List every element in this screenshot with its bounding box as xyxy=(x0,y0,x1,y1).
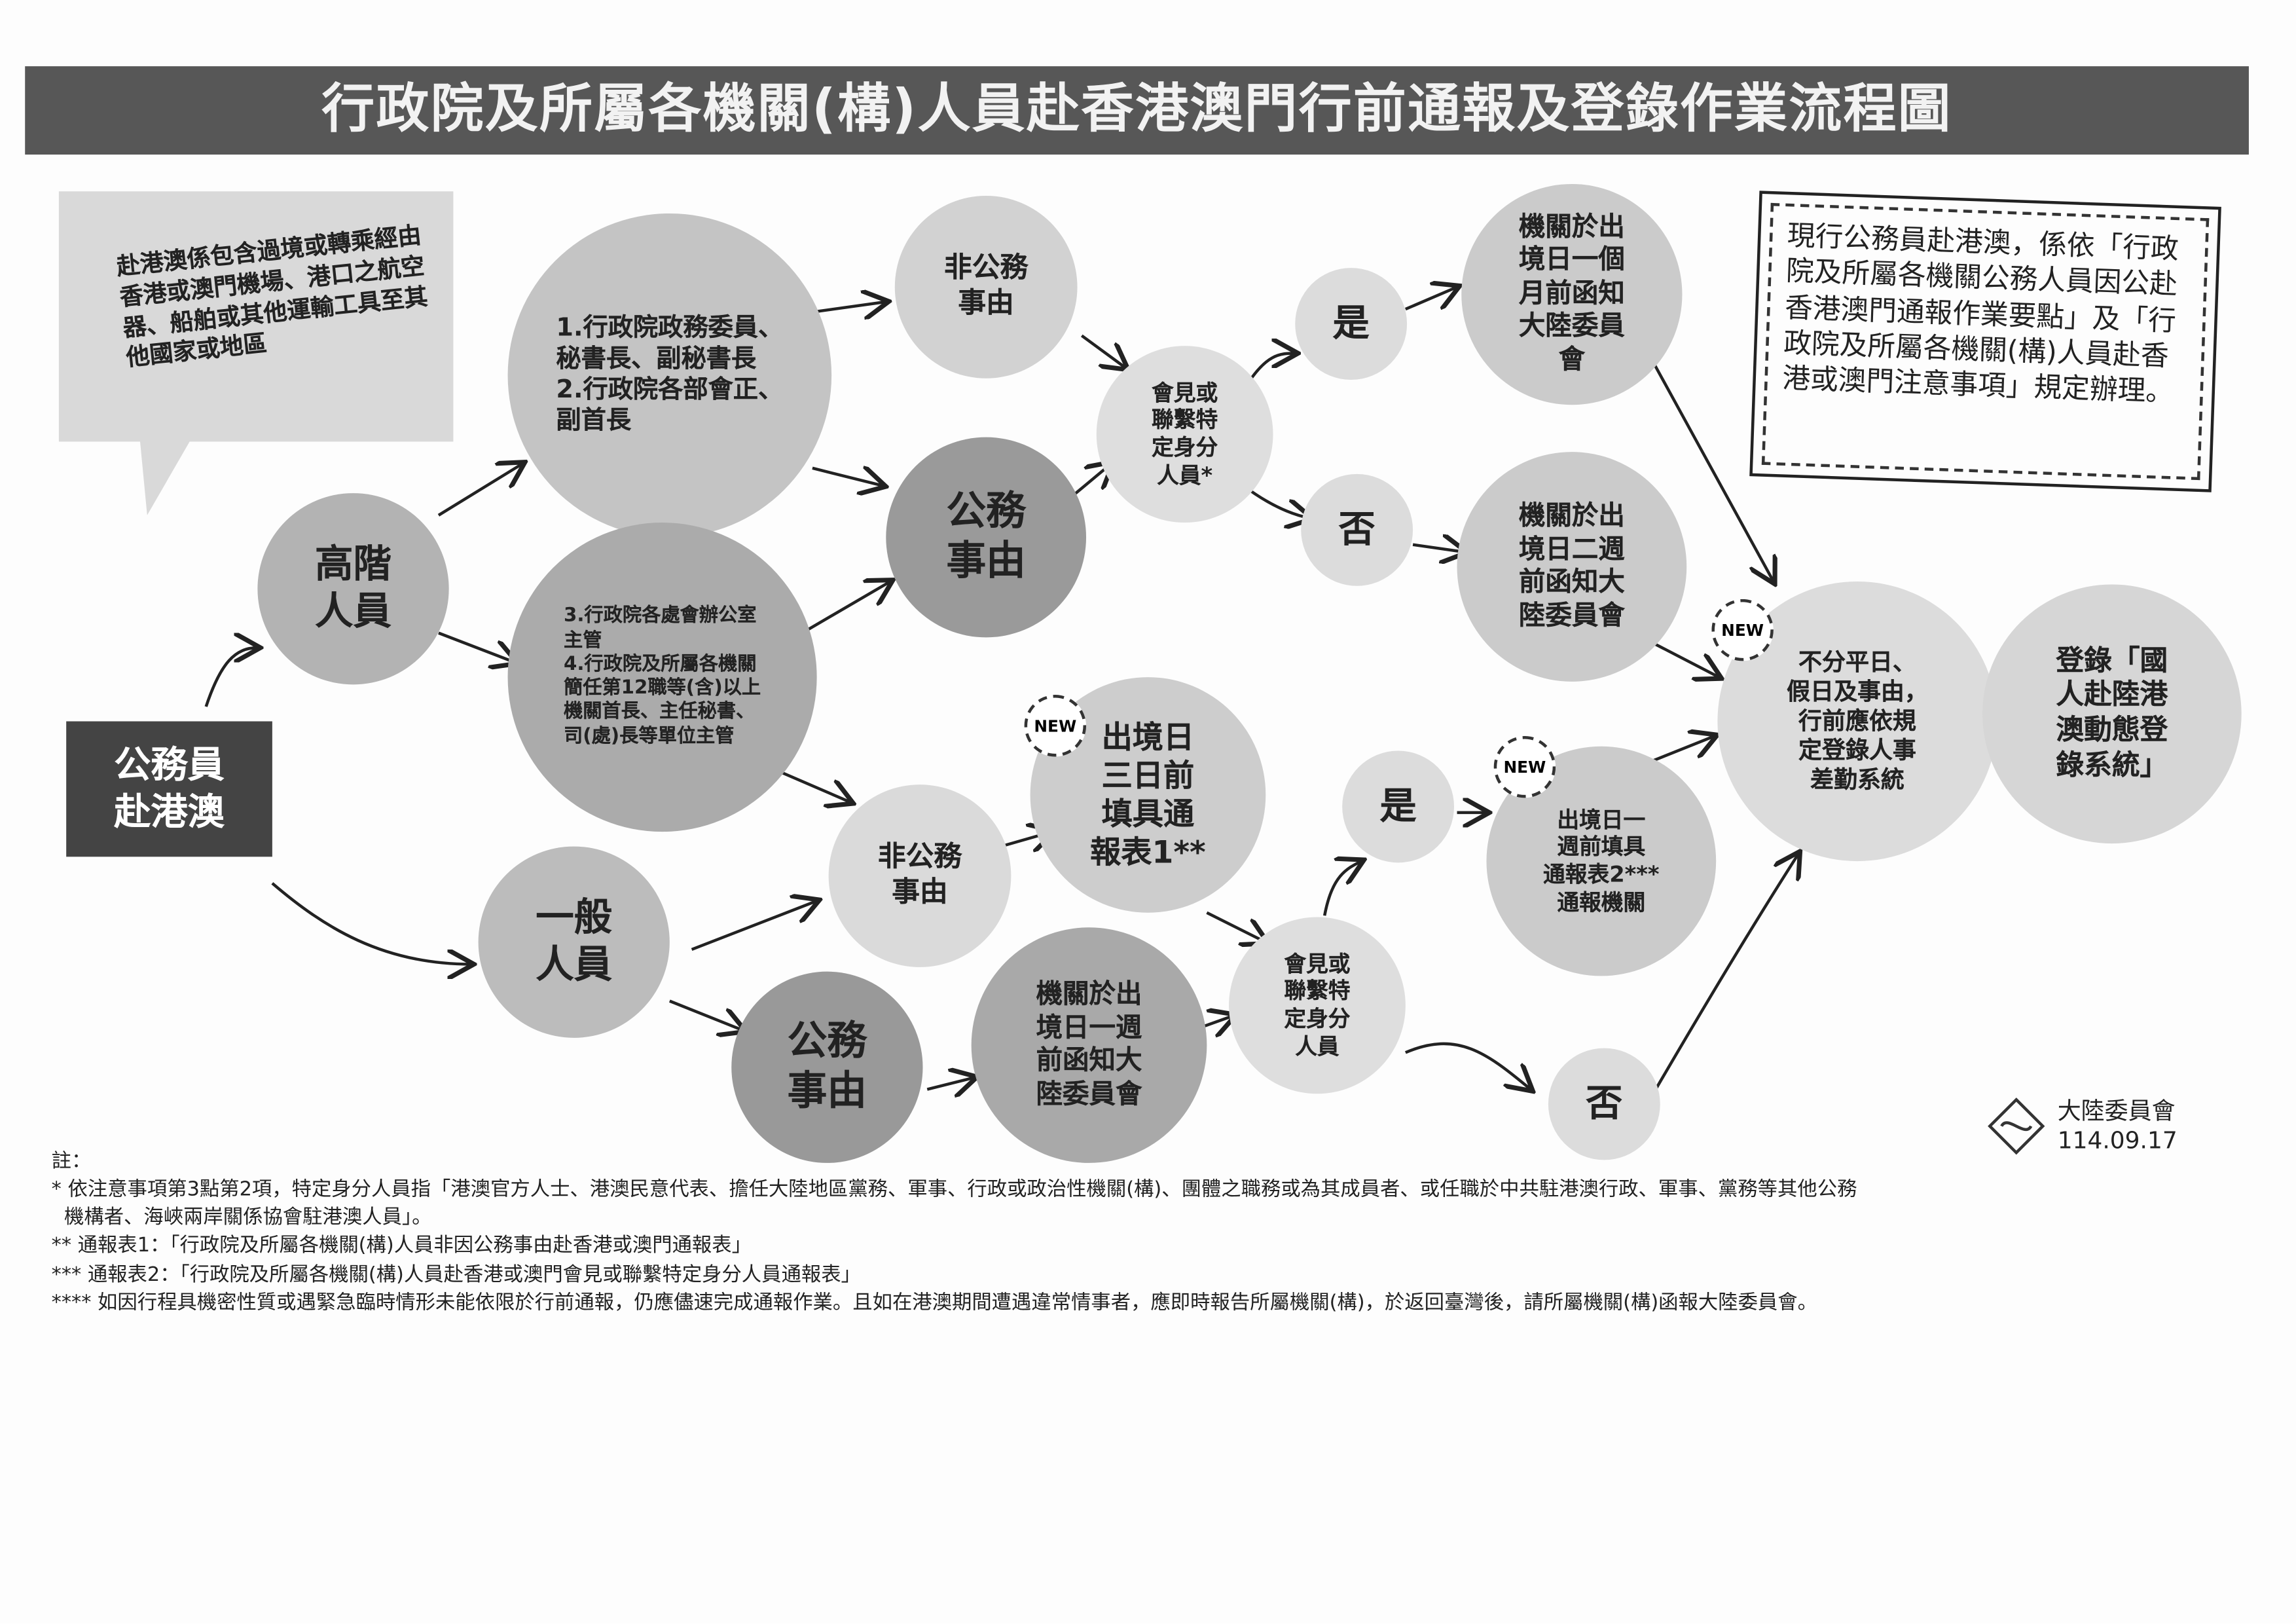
arrow xyxy=(1654,854,1798,1090)
regulation-note-box: 現行公務員赴港澳，係依「行政院及所屬各機關公務人員因公赴香港澳門通報作業要點」及… xyxy=(1749,191,2221,492)
arrow xyxy=(1243,485,1310,518)
footnote: *** 通報表2：「行政院及所屬各機關(構)人員赴香港或澳門會見或聯繫特定身分人… xyxy=(51,1262,861,1286)
node-label: 公務 事由 xyxy=(787,1019,867,1115)
footnote: ** 通報表1：「行政院及所屬各機關(構)人員非因公務事由赴香港或澳門通報表」 xyxy=(51,1234,752,1258)
footnotes: 註： * 依注意事項第3點第2項，特定身分人員指「港澳官方人士、港澳民意代表、擔… xyxy=(52,1148,2171,1317)
arrow xyxy=(1404,1042,1531,1090)
arrow xyxy=(1080,334,1125,368)
mac-logo-icon xyxy=(1988,1098,2045,1155)
node-label: 出境日一 週前填具 通報表2*** 通報機關 xyxy=(1543,805,1660,915)
node-label: 機關於出 境日二週 前函知大 陸委員會 xyxy=(1518,500,1625,631)
node-label: 出境日 三日前 填具通 報表1** xyxy=(1090,719,1206,871)
node-label: 會見或 聯繫特 定身分 人員 xyxy=(1284,950,1351,1060)
arrow xyxy=(1412,545,1465,552)
node-register-system: 登錄「國 人赴陸港 澳動態登 錄系統」 xyxy=(1982,584,2242,844)
start-box: 公務員 赴港澳 xyxy=(66,721,272,857)
node-senior-group1: 1.行政院政務委員、 秘書長、副秘書長 2.行政院各部會正、 副首長 xyxy=(507,213,832,538)
node-label: 非公務 事由 xyxy=(877,841,962,909)
node-label: 是 xyxy=(1379,785,1417,828)
speech-bubble-tail xyxy=(139,438,192,515)
node-label: 非公務 事由 xyxy=(944,251,1029,320)
arrow xyxy=(926,1078,974,1090)
arrow xyxy=(669,999,743,1031)
node-no-bottom: 否 xyxy=(1548,1048,1660,1160)
node-label: 高階 人員 xyxy=(315,542,392,635)
node-two-weeks: 機關於出 境日二週 前函知大 陸委員會 xyxy=(1457,452,1687,682)
node-yes-bottom: 是 xyxy=(1342,750,1455,863)
node-label: 3.行政院各處會辦公室 主管 4.行政院及所屬各機關 簡任第12職等(含)以上 … xyxy=(563,605,761,747)
node-no-top: 否 xyxy=(1301,473,1413,586)
arrow xyxy=(691,901,817,951)
footnote: **** 如因行程具機密性質或遇緊急臨時情形未能依限於行前通報，仍應儘速完成通報… xyxy=(51,1291,1817,1314)
arrow xyxy=(1322,861,1361,916)
logo-date: 114.09.17 xyxy=(2057,1126,2178,1154)
node-non-official-bottom: 非公務 事由 xyxy=(828,784,1011,967)
arrow xyxy=(204,648,258,707)
node-label: 不分平日、 假日及事由， 行前應依規 定登錄人事 差勤系統 xyxy=(1787,648,1928,794)
node-label: 1.行政院政務委員、 秘書長、副秘書長 2.行政院各部會正、 副首長 xyxy=(556,312,784,436)
node-label: 否 xyxy=(1586,1082,1623,1126)
node-label: 公務 事由 xyxy=(946,489,1026,585)
node-one-week-letter: 機關於出 境日一週 前函知大 陸委員會 xyxy=(971,927,1207,1163)
page-title: 行政院及所屬各機關(構)人員赴香港澳門行前通報及登錄作業流程圖 xyxy=(25,66,2249,155)
node-meet-bottom: 會見或 聯繫特 定身分 人員 xyxy=(1229,917,1406,1094)
node-non-official-top: 非公務 事由 xyxy=(894,195,1078,378)
speech-bubble xyxy=(58,191,454,442)
node-general: 一般 人員 xyxy=(478,846,670,1038)
arrow xyxy=(801,581,890,635)
arrow xyxy=(812,302,886,312)
new-badge: NEW xyxy=(1493,736,1556,798)
arrow xyxy=(1206,911,1266,942)
logo-name: 大陸委員會 xyxy=(2057,1096,2176,1125)
regulation-note-text: 現行公務員赴港澳，係依「行政院及所屬各機關公務人員因公赴香港澳門通報作業要點」及… xyxy=(1761,202,2210,481)
node-label: 一般 人員 xyxy=(536,895,613,988)
new-badge: NEW xyxy=(1024,695,1087,757)
node-meet-top: 會見或 聯繫特 定身分 人員* xyxy=(1096,346,1273,523)
arrow xyxy=(1404,287,1457,311)
arrow xyxy=(812,468,883,486)
node-label: 機關於出 境日一個 月前函知 大陸委員 會 xyxy=(1518,212,1625,375)
arrow xyxy=(438,631,515,663)
node-label: 登錄「國 人赴陸港 澳動態登 錄系統」 xyxy=(2056,644,2168,782)
footnote: 註： xyxy=(51,1149,92,1173)
arrow xyxy=(271,882,471,965)
node-official-top: 公務 事由 xyxy=(886,437,1087,638)
node-label: 會見或 聯繫特 定身分 人員* xyxy=(1152,378,1218,489)
node-label: 否 xyxy=(1338,508,1376,551)
node-one-month: 機關於出 境日一個 月前函知 大陸委員 會 xyxy=(1461,184,1683,405)
footnote: * 依注意事項第3點第2項，特定身分人員指「港澳官方人士、港澳民意代表、擔任大陸… xyxy=(51,1177,1857,1230)
arrow xyxy=(1647,352,1774,581)
node-yes-top: 是 xyxy=(1295,268,1408,380)
node-official-bottom: 公務 事由 xyxy=(731,971,923,1163)
node-senior-group2: 3.行政院各處會辦公室 主管 4.行政院及所屬各機關 簡任第12職等(含)以上 … xyxy=(507,523,817,832)
node-label: 機關於出 境日一週 前函知大 陸委員會 xyxy=(1036,978,1142,1109)
arrow xyxy=(437,464,522,517)
node-register-rule: 不分平日、 假日及事由， 行前應依規 定登錄人事 差勤系統 xyxy=(1717,581,1997,862)
node-senior: 高階 人員 xyxy=(257,493,449,685)
node-label: 是 xyxy=(1332,302,1370,345)
new-badge: NEW xyxy=(1711,599,1774,661)
